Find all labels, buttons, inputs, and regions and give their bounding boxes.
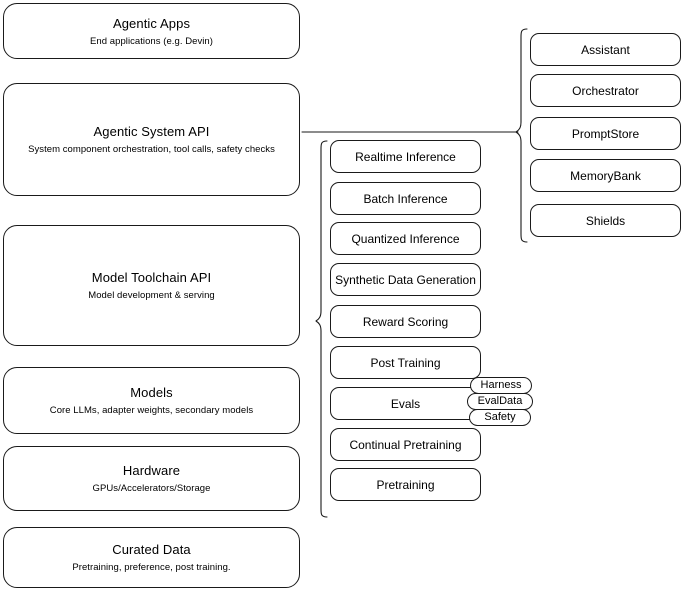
- chip-pretraining[interactable]: Pretraining: [330, 468, 481, 501]
- layer-subtitle: Model development & serving: [88, 290, 215, 301]
- chip-reward-scoring[interactable]: Reward Scoring: [330, 305, 481, 338]
- badge-harness[interactable]: Harness: [470, 377, 532, 394]
- layer-title: Hardware: [122, 463, 181, 478]
- chip-label: Assistant: [581, 42, 630, 57]
- chip-quantized-inference[interactable]: Quantized Inference: [330, 222, 481, 255]
- layer-title: Curated Data: [112, 542, 191, 557]
- chip-label: PromptStore: [571, 126, 640, 141]
- layer-models[interactable]: Models Core LLMs, adapter weights, secon…: [3, 367, 300, 434]
- chip-label: Synthetic Data Generation: [335, 272, 476, 287]
- chip-label: Reward Scoring: [362, 314, 449, 329]
- chip-label: Continual Pretraining: [349, 437, 462, 452]
- badge-evaldata[interactable]: EvalData: [467, 393, 533, 410]
- chip-label: Post Training: [370, 355, 441, 370]
- layer-subtitle: GPUs/Accelerators/Storage: [92, 483, 211, 494]
- chip-label: Evals: [390, 396, 421, 411]
- layer-title: Agentic Apps: [112, 15, 191, 31]
- layer-model-toolchain-api[interactable]: Model Toolchain API Model development & …: [3, 225, 300, 346]
- chip-continual-pretraining[interactable]: Continual Pretraining: [330, 428, 481, 461]
- layer-subtitle: Pretraining, preference, post training.: [72, 562, 231, 573]
- chip-label: Quantized Inference: [351, 231, 460, 246]
- layer-subtitle: Core LLMs, adapter weights, secondary mo…: [49, 405, 254, 416]
- chip-label: Orchestrator: [572, 83, 639, 98]
- chip-post-training[interactable]: Post Training: [330, 346, 481, 379]
- badge-safety[interactable]: Safety: [469, 409, 531, 426]
- chip-shields[interactable]: Shields: [530, 204, 681, 237]
- badge-label: EvalData: [477, 395, 523, 407]
- layer-curated-data[interactable]: Curated Data Pretraining, preference, po…: [3, 527, 300, 588]
- chip-batch-inference[interactable]: Batch Inference: [330, 182, 481, 215]
- layer-subtitle: System component orchestration, tool cal…: [28, 144, 275, 155]
- chip-promptstore[interactable]: PromptStore: [530, 117, 681, 150]
- chip-evals[interactable]: Evals: [330, 387, 481, 420]
- chip-orchestrator[interactable]: Orchestrator: [530, 74, 681, 107]
- chip-assistant[interactable]: Assistant: [530, 33, 681, 66]
- badge-label: Safety: [484, 411, 516, 423]
- chip-label: Realtime Inference: [355, 149, 456, 164]
- chip-label: MemoryBank: [570, 168, 641, 183]
- layer-hardware[interactable]: Hardware GPUs/Accelerators/Storage: [3, 446, 300, 511]
- layer-subtitle: End applications (e.g. Devin): [90, 35, 213, 47]
- chip-label: Pretraining: [376, 477, 435, 492]
- layer-title: Model Toolchain API: [91, 270, 212, 285]
- chip-label: Batch Inference: [363, 191, 448, 206]
- badge-label: Harness: [480, 379, 522, 391]
- layer-title: Agentic System API: [93, 124, 210, 139]
- chip-label: Shields: [585, 213, 626, 228]
- chip-realtime-inference[interactable]: Realtime Inference: [330, 140, 481, 173]
- layer-title: Models: [130, 385, 173, 400]
- layer-agentic-system-api[interactable]: Agentic System API System component orch…: [3, 83, 300, 196]
- layer-agentic-apps[interactable]: Agentic Apps End applications (e.g. Devi…: [3, 3, 300, 59]
- chip-memorybank[interactable]: MemoryBank: [530, 159, 681, 192]
- chip-synthetic-data-generation[interactable]: Synthetic Data Generation: [330, 263, 481, 296]
